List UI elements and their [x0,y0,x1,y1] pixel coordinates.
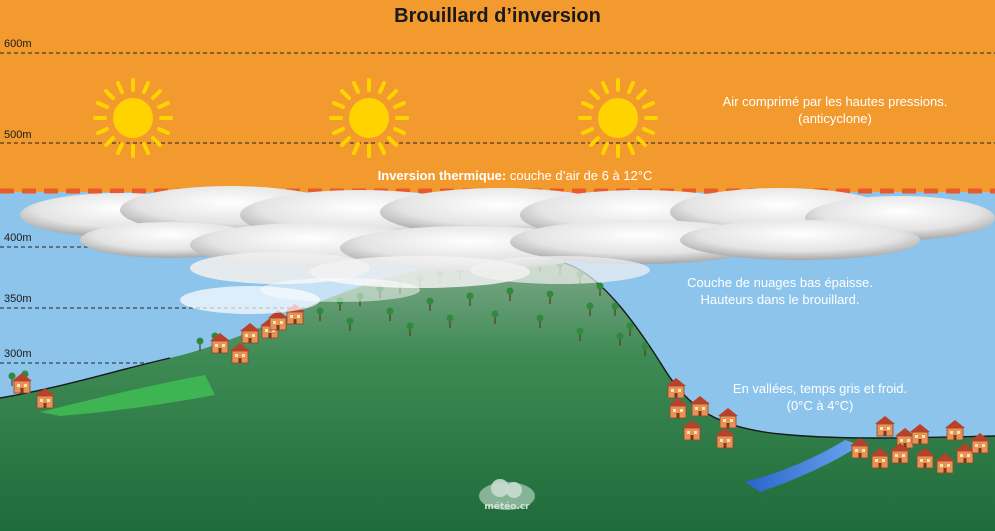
river [745,440,860,492]
valley-line2: (0°C à 4°C) [786,398,854,413]
inversion-desc: couche d’air de 6 à 12°C [509,168,653,183]
field-patch [40,375,215,416]
ridge-outline [559,261,995,439]
altitude-350-label: 350m [4,293,32,305]
cloud-note: Couche de nuages bas épaisse. Hauteurs d… [650,274,910,308]
logo-text: météo.cr [484,502,530,512]
page-title: Brouillard d’inversion [394,5,601,27]
valley-note: En vallées, temps gris et froid. (0°C à … [690,380,950,414]
warm-air-layer [0,0,995,192]
high-pressure-note: Air comprimé par les hautes pressions. (… [690,93,980,127]
left-slope-outline [0,357,171,399]
hill-terrain [0,258,995,531]
altitude-400-label: 400m [4,232,32,244]
altitude-300-label: 300m [4,348,32,360]
high-pressure-line1: Air comprimé par les hautes pressions. [722,94,948,109]
altitude-500-label: 500m [4,129,32,141]
sun-icon [578,78,658,158]
sun-icon [93,78,173,158]
cloud-layer [20,186,995,314]
inversion-note: Inversion thermique: couche d’air de 6 à… [0,168,995,183]
inversion-label: Inversion thermique: [377,168,507,183]
valley-line1: En vallées, temps gris et froid. [732,381,908,396]
high-pressure-line2: (anticyclone) [798,111,872,126]
meteo-logo [479,479,535,510]
cloud-line2: Hauteurs dans le brouillard. [700,292,860,307]
cloud-line1: Couche de nuages bas épaisse. [687,275,873,290]
sun-icon [329,78,409,158]
altitude-600-label: 600m [4,38,32,50]
